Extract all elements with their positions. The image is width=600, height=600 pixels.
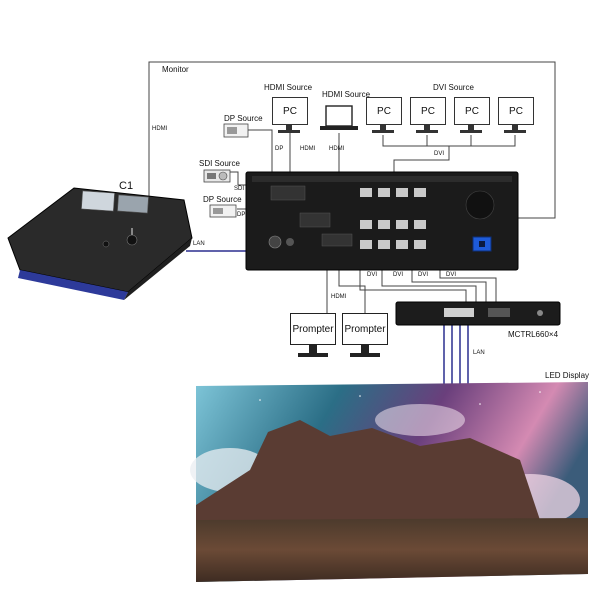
dp-source-top-label: DP Source bbox=[224, 114, 263, 123]
dvi-label-1: DVI bbox=[367, 272, 378, 278]
pc-label: PC bbox=[272, 97, 308, 125]
prompter-monitor: Prompter bbox=[290, 313, 336, 363]
lan-left-label: LAN bbox=[193, 241, 205, 247]
hdmi-left-label: HDMI bbox=[152, 126, 168, 132]
led-display-label: LED Display bbox=[545, 371, 590, 380]
dp-source-bottom-label: DP Source bbox=[203, 195, 242, 204]
lan-right-label: LAN bbox=[473, 350, 485, 356]
prompter-monitor: Prompter bbox=[342, 313, 388, 363]
hdmi-source-1-label: HDMI Source bbox=[264, 83, 313, 92]
sdi-source-label: SDI Source bbox=[199, 159, 240, 168]
dvi-source-label: DVI Source bbox=[433, 83, 474, 92]
receiver-label: MCTRL660×4 bbox=[508, 330, 559, 339]
pc-icon: PC bbox=[454, 97, 490, 137]
sdi-source-device bbox=[203, 169, 231, 183]
hdmi-laptop-label: HDMI bbox=[329, 146, 345, 152]
sdi-label: SDI bbox=[234, 186, 245, 192]
pc-icon: PC bbox=[366, 97, 402, 137]
hdmi-top-label: HDMI bbox=[300, 146, 316, 152]
video-processor bbox=[245, 171, 519, 271]
pc-icon: PC bbox=[498, 97, 534, 137]
pc-label: PC bbox=[366, 97, 402, 125]
monitor-label: Monitor bbox=[162, 65, 189, 74]
led-display-panel bbox=[190, 382, 588, 582]
pc-icon: PC bbox=[272, 97, 308, 137]
pc-label: PC bbox=[410, 97, 446, 125]
console-label: C1 bbox=[119, 180, 134, 192]
hdmi-prompter-label: HDMI bbox=[331, 294, 347, 300]
receiver-box bbox=[395, 301, 561, 326]
prompter-label: Prompter bbox=[342, 313, 388, 345]
dvi-label-3: DVI bbox=[418, 272, 429, 278]
pc-icon: PC bbox=[410, 97, 446, 137]
dp-top-label: DP bbox=[275, 146, 284, 152]
hdmi-source-2-label: HDMI Source bbox=[322, 90, 371, 99]
prompter-label: Prompter bbox=[290, 313, 336, 345]
pc-label: PC bbox=[498, 97, 534, 125]
control-console bbox=[7, 187, 193, 300]
dp-bottom-label: DP bbox=[237, 212, 246, 218]
dp-source-bottom-device bbox=[209, 204, 237, 218]
pc-label: PC bbox=[454, 97, 490, 125]
monitor-cable bbox=[148, 61, 556, 219]
dvi-label-2: DVI bbox=[393, 272, 404, 278]
dvi-top-label: DVI bbox=[434, 151, 445, 157]
dp-source-top-device bbox=[223, 123, 249, 138]
laptop bbox=[320, 105, 358, 130]
led-lan-cables bbox=[443, 325, 469, 386]
dvi-label-4: DVI bbox=[446, 272, 457, 278]
